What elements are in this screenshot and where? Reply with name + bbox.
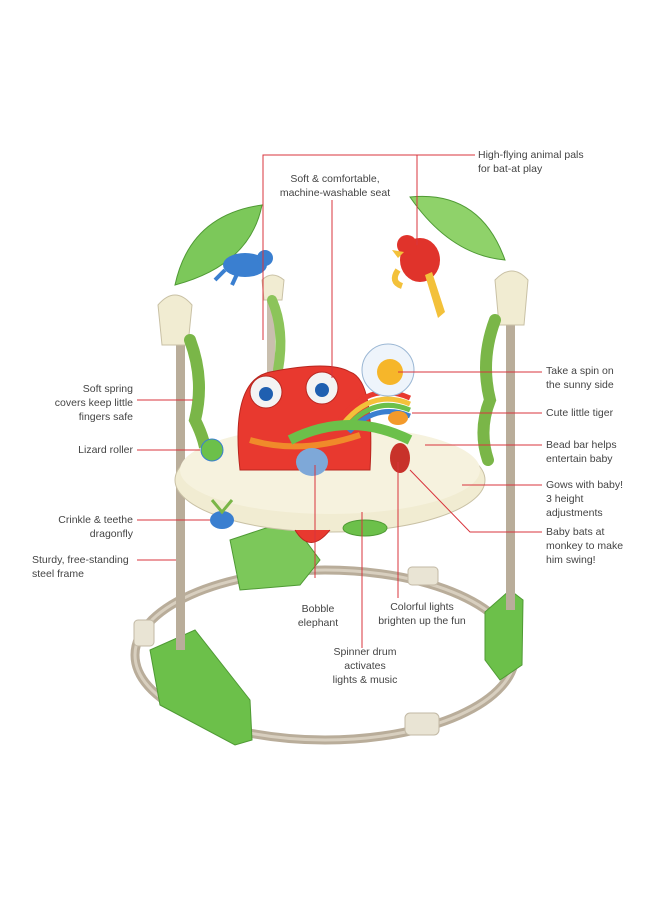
label-cute-tiger: Cute little tiger — [546, 407, 614, 419]
right-leaf — [409, 195, 506, 261]
elephant-toy — [296, 448, 328, 476]
ring-connector — [407, 566, 439, 586]
right-spring-cover — [477, 314, 501, 466]
parrot-toy — [391, 235, 445, 318]
left-leaf — [174, 204, 263, 286]
sun-spinner — [361, 343, 415, 397]
label-lizard-roller: Lizard roller — [78, 444, 133, 456]
label-bobble-elephant: Bobble elephant — [297, 603, 339, 629]
dragonfly-toy — [210, 499, 234, 529]
label-high-flying-animal-pals: High-flying animal pals for bat-at play — [478, 149, 584, 175]
label-bead-bar: Bead bar helps entertain baby — [546, 439, 617, 465]
bird-toy — [213, 250, 273, 286]
right-pole-cap — [494, 270, 529, 326]
front-right-foot — [484, 589, 524, 681]
label-colorful-lights: Colorful lights brighten up the fun — [378, 601, 466, 627]
lizard-roller — [200, 438, 224, 462]
label-monkey-swing: Baby bats at monkey to make him swing! — [546, 526, 624, 566]
label-crinkle-dragonfly: Crinkle & teethe dragonfly — [58, 514, 133, 540]
label-sunny-side: Take a spin on the sunny side — [546, 365, 614, 391]
label-soft-seat: Soft & comfortable, machine-washable sea… — [279, 173, 391, 199]
ring-connector — [404, 712, 440, 736]
right-pole — [506, 320, 515, 610]
label-height-adjustments: Gows with baby! 3 height adjustments — [546, 479, 624, 519]
bead-bar — [287, 420, 413, 445]
label-spring-covers: Soft spring covers keep little fingers s… — [54, 383, 133, 423]
back-left-pole — [267, 295, 275, 415]
spinner-drum — [342, 519, 388, 537]
tiger-toy — [388, 411, 408, 425]
front-left-foot — [149, 629, 253, 746]
rainbow — [338, 389, 412, 422]
label-steel-frame: Sturdy, free-standing steel frame — [32, 554, 129, 580]
frog-seat — [237, 365, 372, 543]
label-spinner-drum: Spinner drum activates lights & music — [332, 646, 398, 686]
ring-connector — [133, 619, 155, 647]
monkey-toy — [390, 443, 410, 473]
